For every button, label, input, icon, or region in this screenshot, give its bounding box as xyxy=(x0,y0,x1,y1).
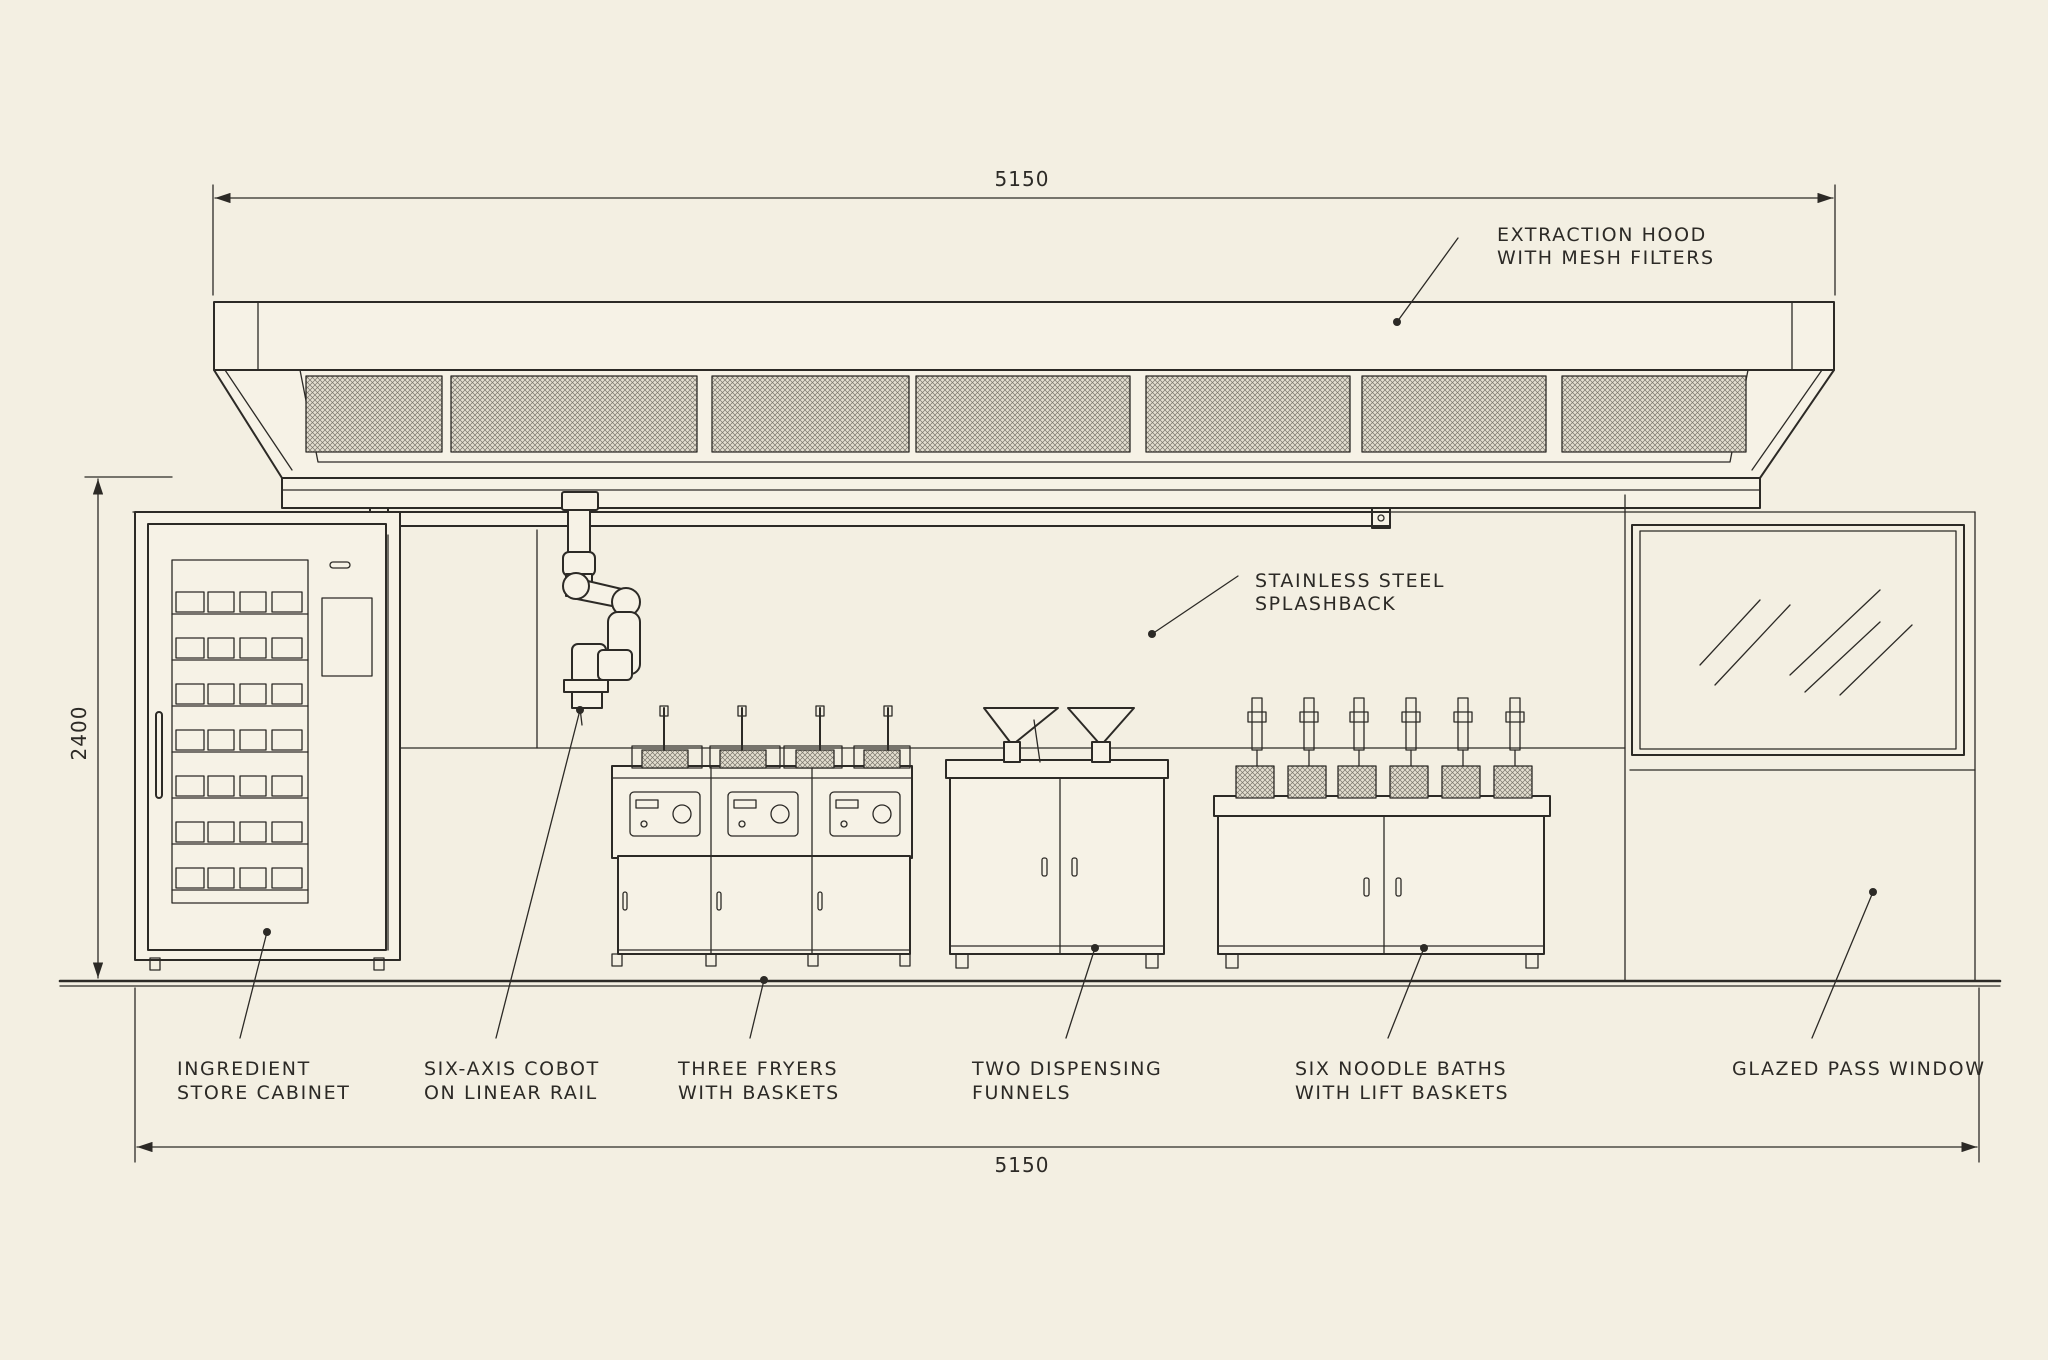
mesh-filter-panels xyxy=(305,375,1747,453)
fryer-baskets xyxy=(631,705,911,769)
lift-baskets xyxy=(1235,697,1533,799)
six-noodle-baths xyxy=(1213,697,1551,969)
bottom-width-dimension: 5150 xyxy=(134,987,1980,1177)
label-ingredient-cabinet: INGREDIENT STORE CABINET xyxy=(177,1058,350,1104)
svg-text:FUNNELS: FUNNELS xyxy=(972,1082,1071,1104)
six-axis-cobot xyxy=(561,491,641,726)
extraction-hood xyxy=(213,301,1835,509)
two-dispensing-funnels xyxy=(945,707,1169,969)
svg-text:TWO DISPENSING: TWO DISPENSING xyxy=(971,1058,1162,1080)
svg-text:SIX NOODLE BATHS: SIX NOODLE BATHS xyxy=(1295,1058,1507,1080)
label-fryers: THREE FRYERS WITH BASKETS xyxy=(677,1058,840,1104)
svg-text:WITH BASKETS: WITH BASKETS xyxy=(678,1082,840,1104)
fryer-control-panels xyxy=(629,791,901,837)
label-leaders xyxy=(239,237,1877,1039)
ingredient-store-cabinet xyxy=(134,511,401,971)
label-extraction-hood: EXTRACTION HOOD WITH MESH FILTERS xyxy=(1497,224,1715,269)
svg-text:GLAZED PASS WINDOW: GLAZED PASS WINDOW xyxy=(1732,1058,1986,1080)
three-fryers xyxy=(611,705,913,967)
height-dimension: 2400 xyxy=(67,476,173,979)
label-noodle-baths: SIX NOODLE BATHS WITH LIFT BASKETS xyxy=(1295,1058,1509,1104)
floor-line xyxy=(58,979,2002,987)
svg-text:SPLASHBACK: SPLASHBACK xyxy=(1255,593,1396,615)
top-width-dimension-value: 5150 xyxy=(995,167,1050,191)
label-funnels: TWO DISPENSING FUNNELS xyxy=(971,1058,1162,1104)
svg-text:STORE CABINET: STORE CABINET xyxy=(177,1082,350,1104)
linear-rail xyxy=(369,507,1391,529)
glazed-pass-window xyxy=(1629,524,1976,771)
height-dimension-value: 2400 xyxy=(67,706,91,761)
svg-text:EXTRACTION HOOD: EXTRACTION HOOD xyxy=(1497,224,1707,246)
svg-text:INGREDIENT: INGREDIENT xyxy=(177,1058,311,1080)
svg-text:WITH MESH FILTERS: WITH MESH FILTERS xyxy=(1497,247,1715,269)
label-cobot: SIX-AXIS COBOT ON LINEAR RAIL xyxy=(424,1058,600,1104)
svg-text:STAINLESS STEEL: STAINLESS STEEL xyxy=(1255,570,1445,592)
bottom-width-dimension-value: 5150 xyxy=(995,1153,1050,1177)
svg-text:ON LINEAR RAIL: ON LINEAR RAIL xyxy=(424,1082,598,1104)
cabinet-shelf-trays xyxy=(171,591,309,891)
svg-text:SIX-AXIS COBOT: SIX-AXIS COBOT xyxy=(424,1058,600,1080)
label-splashback: STAINLESS STEEL SPLASHBACK xyxy=(1255,570,1445,615)
svg-text:THREE FRYERS: THREE FRYERS xyxy=(677,1058,838,1080)
svg-text:WITH LIFT BASKETS: WITH LIFT BASKETS xyxy=(1295,1082,1509,1104)
label-pass-window: GLAZED PASS WINDOW xyxy=(1732,1058,1986,1080)
top-width-dimension: 5150 xyxy=(212,167,1836,296)
